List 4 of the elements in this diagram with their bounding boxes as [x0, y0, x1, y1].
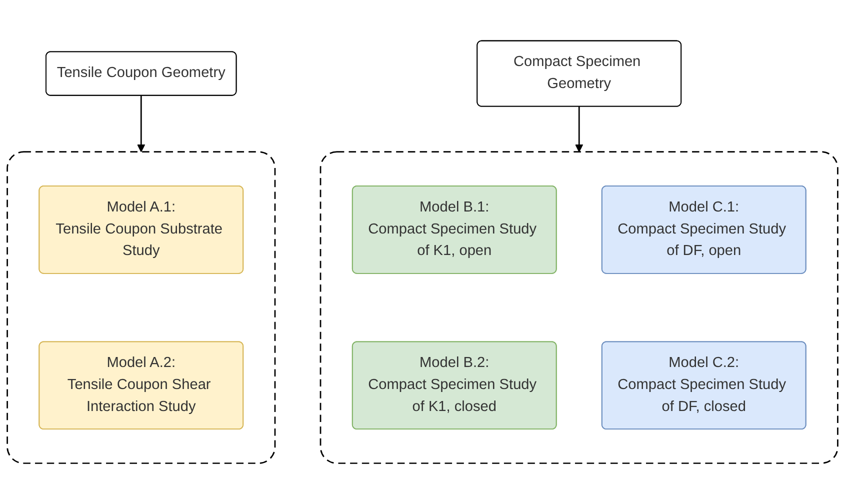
arrow: [137, 95, 146, 152]
arrow: [575, 106, 584, 152]
cluster: [320, 151, 838, 464]
cluster: [6, 151, 276, 464]
